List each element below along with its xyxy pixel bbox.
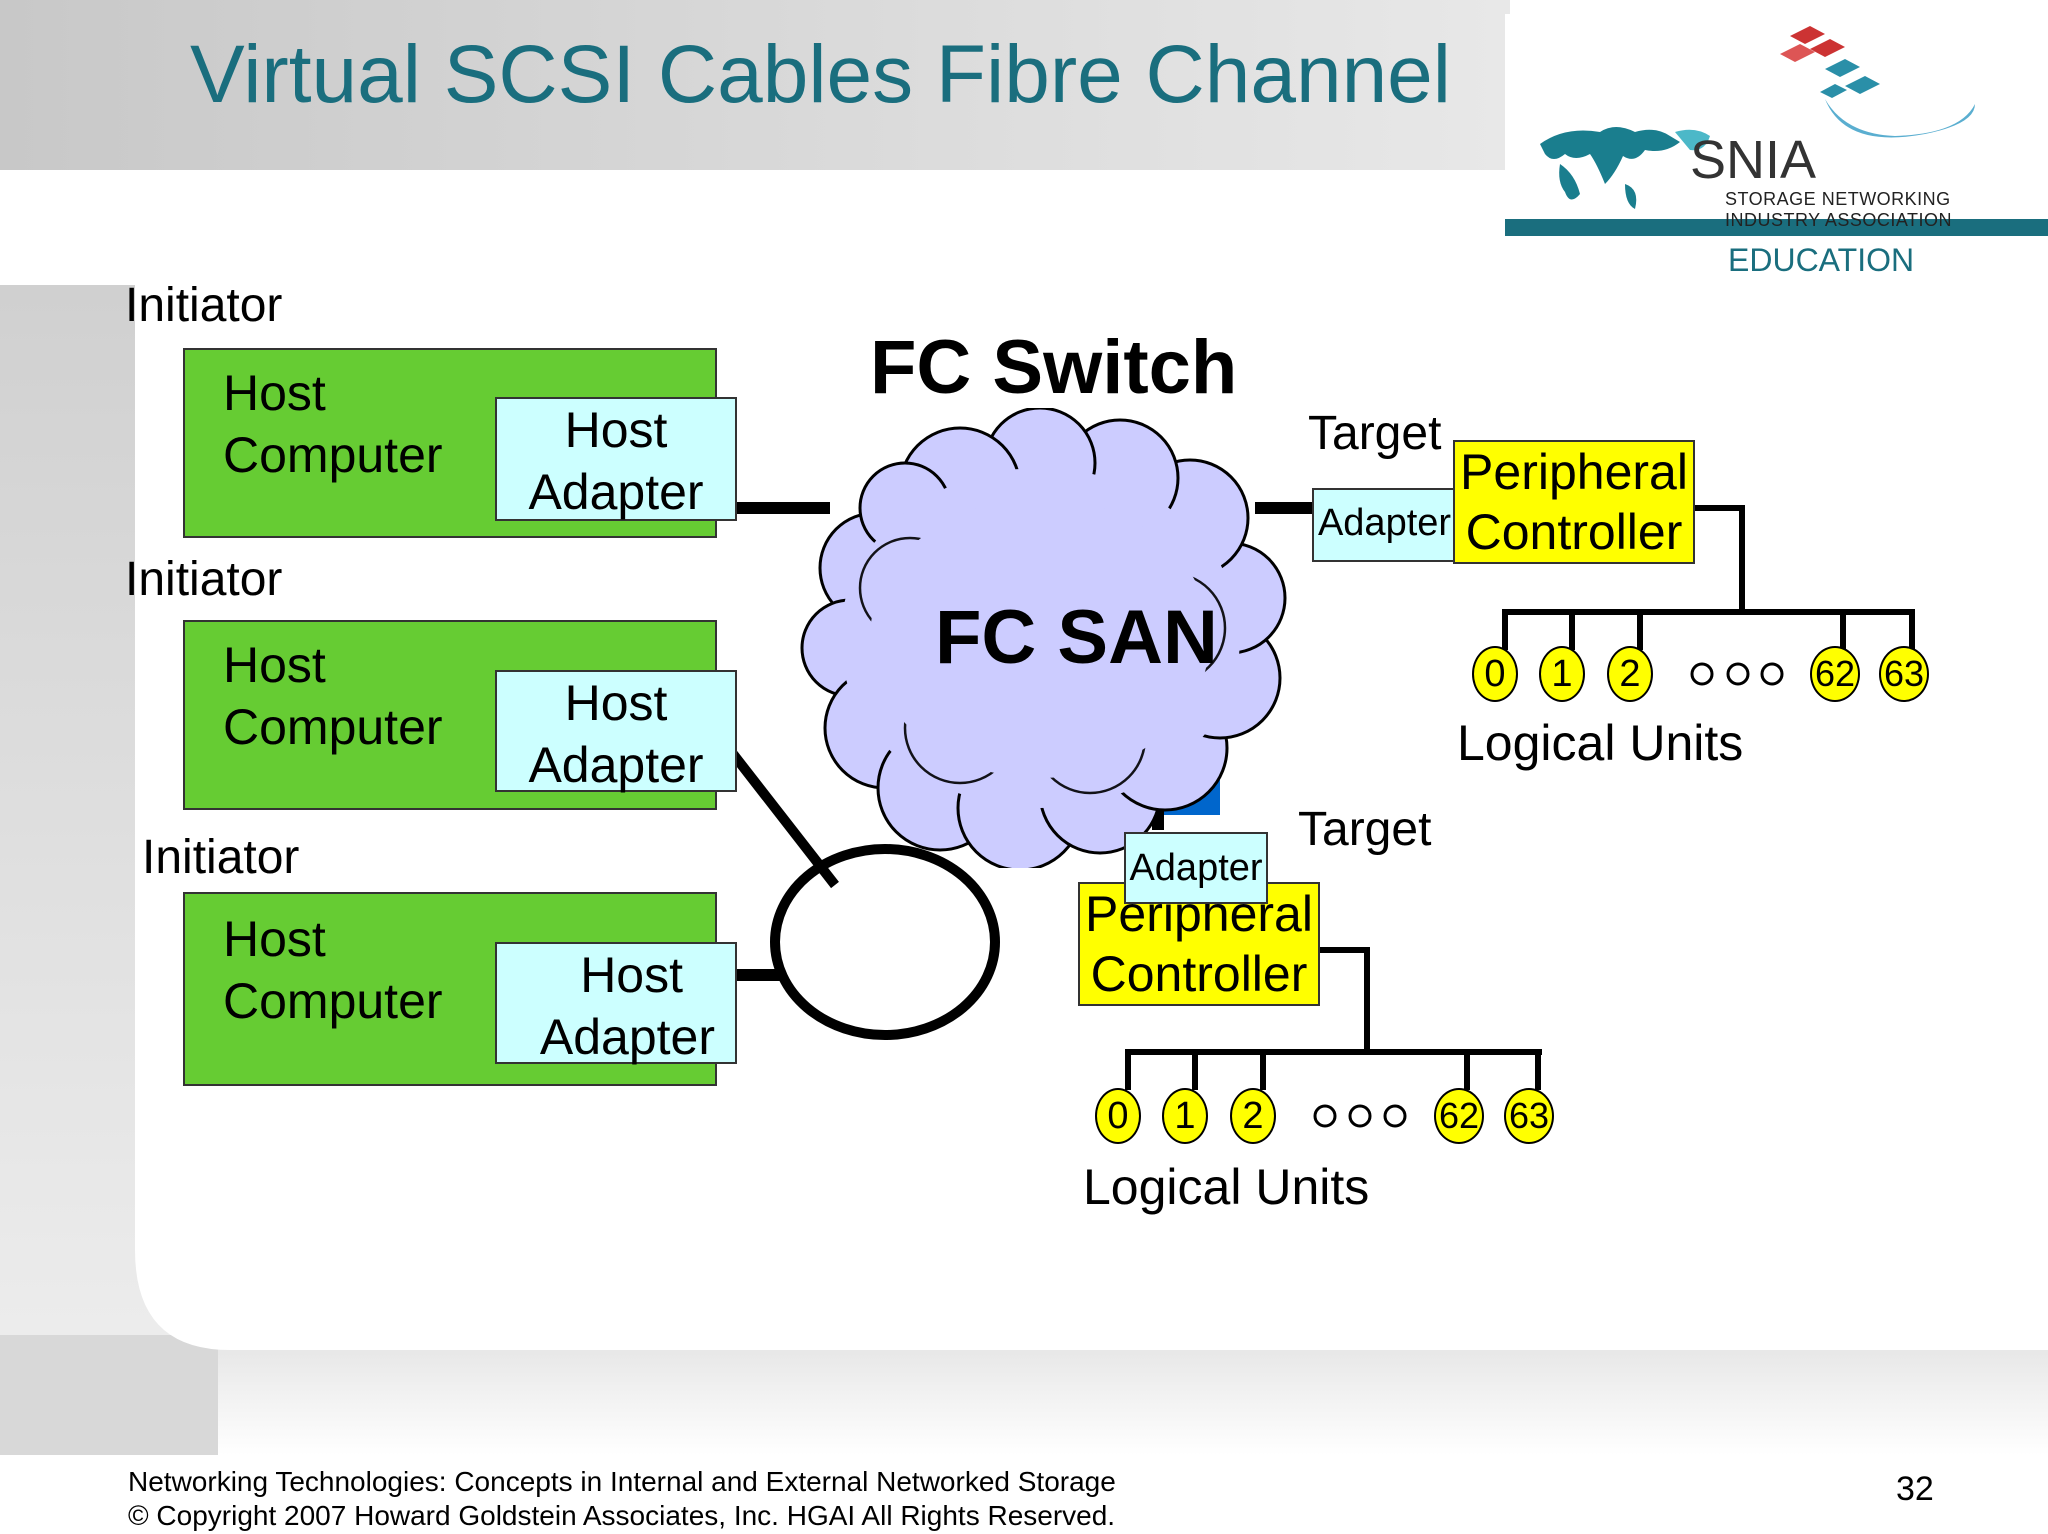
footer-copyright: © Copyright 2007 Howard Goldstein Associ… <box>128 1500 1116 1531</box>
host-computer-label-1: Host Computer <box>223 365 443 483</box>
logical-unit-t2-1[interactable]: 1 <box>1162 1088 1208 1144</box>
host-adapter-1[interactable]: Host Adapter <box>495 397 737 521</box>
host-adapter-3[interactable]: Host Adapter <box>495 942 737 1065</box>
arbitrated-loop <box>770 844 1000 1040</box>
logical-unit-t2-62[interactable]: 62 <box>1434 1088 1484 1144</box>
snia-subtitle: STORAGE NETWORKING INDUSTRY ASSOCIATION <box>1725 189 1953 230</box>
logical-units-label-2: Logical Units <box>1083 1159 1370 1215</box>
target-adapter-2[interactable]: Adapter <box>1124 832 1268 904</box>
target-label-1: Target <box>1308 407 1442 460</box>
logical-unit-t2-63[interactable]: 63 <box>1504 1088 1554 1144</box>
logical-unit-t2-0[interactable]: 0 <box>1095 1088 1141 1144</box>
logical-unit-t1-63[interactable]: 63 <box>1879 646 1929 702</box>
host-computer-label-2: Host Computer <box>223 637 443 755</box>
education-label: EDUCATION <box>1728 242 1915 278</box>
initiator-label-1: Initiator <box>125 279 283 332</box>
slide-title: Virtual SCSI Cables Fibre Channel <box>190 29 1451 120</box>
host-adapter-2[interactable]: Host Adapter <box>495 670 737 793</box>
logical-unit-t1-62[interactable]: 62 <box>1810 646 1860 702</box>
peripheral-controller-1[interactable]: Peripheral Controller <box>1453 440 1695 564</box>
logical-unit-t2-2[interactable]: 2 <box>1230 1088 1276 1144</box>
footer-course-title: Networking Technologies: Concepts in Int… <box>128 1466 1116 1497</box>
initiator-label-2: Initiator <box>125 553 283 606</box>
snia-wordmark: SNIA <box>1690 130 1817 190</box>
snia-emblem-icon <box>1505 26 2048 236</box>
logical-units-label-1: Logical Units <box>1457 715 1744 771</box>
target-label-2: Target <box>1298 803 1432 856</box>
logical-unit-t1-1[interactable]: 1 <box>1539 646 1585 702</box>
snia-logo: SNIA STORAGE NETWORKING INDUSTRY ASSOCIA… <box>1505 14 2048 236</box>
host-computer-label-3: Host Computer <box>223 911 443 1029</box>
target-adapter-1[interactable]: Adapter <box>1312 488 1457 562</box>
fc-switch-label: FC Switch <box>870 325 1238 410</box>
logical-unit-t1-2[interactable]: 2 <box>1607 646 1653 702</box>
fc-san-label: FC SAN <box>935 595 1218 680</box>
peripheral-controller-2[interactable]: Peripheral Controller <box>1078 882 1320 1006</box>
initiator-label-3: Initiator <box>142 831 300 884</box>
page-number: 32 <box>1896 1470 1934 1508</box>
logical-unit-t1-0[interactable]: 0 <box>1472 646 1518 702</box>
fc-san-cloud-icon <box>800 408 1287 868</box>
